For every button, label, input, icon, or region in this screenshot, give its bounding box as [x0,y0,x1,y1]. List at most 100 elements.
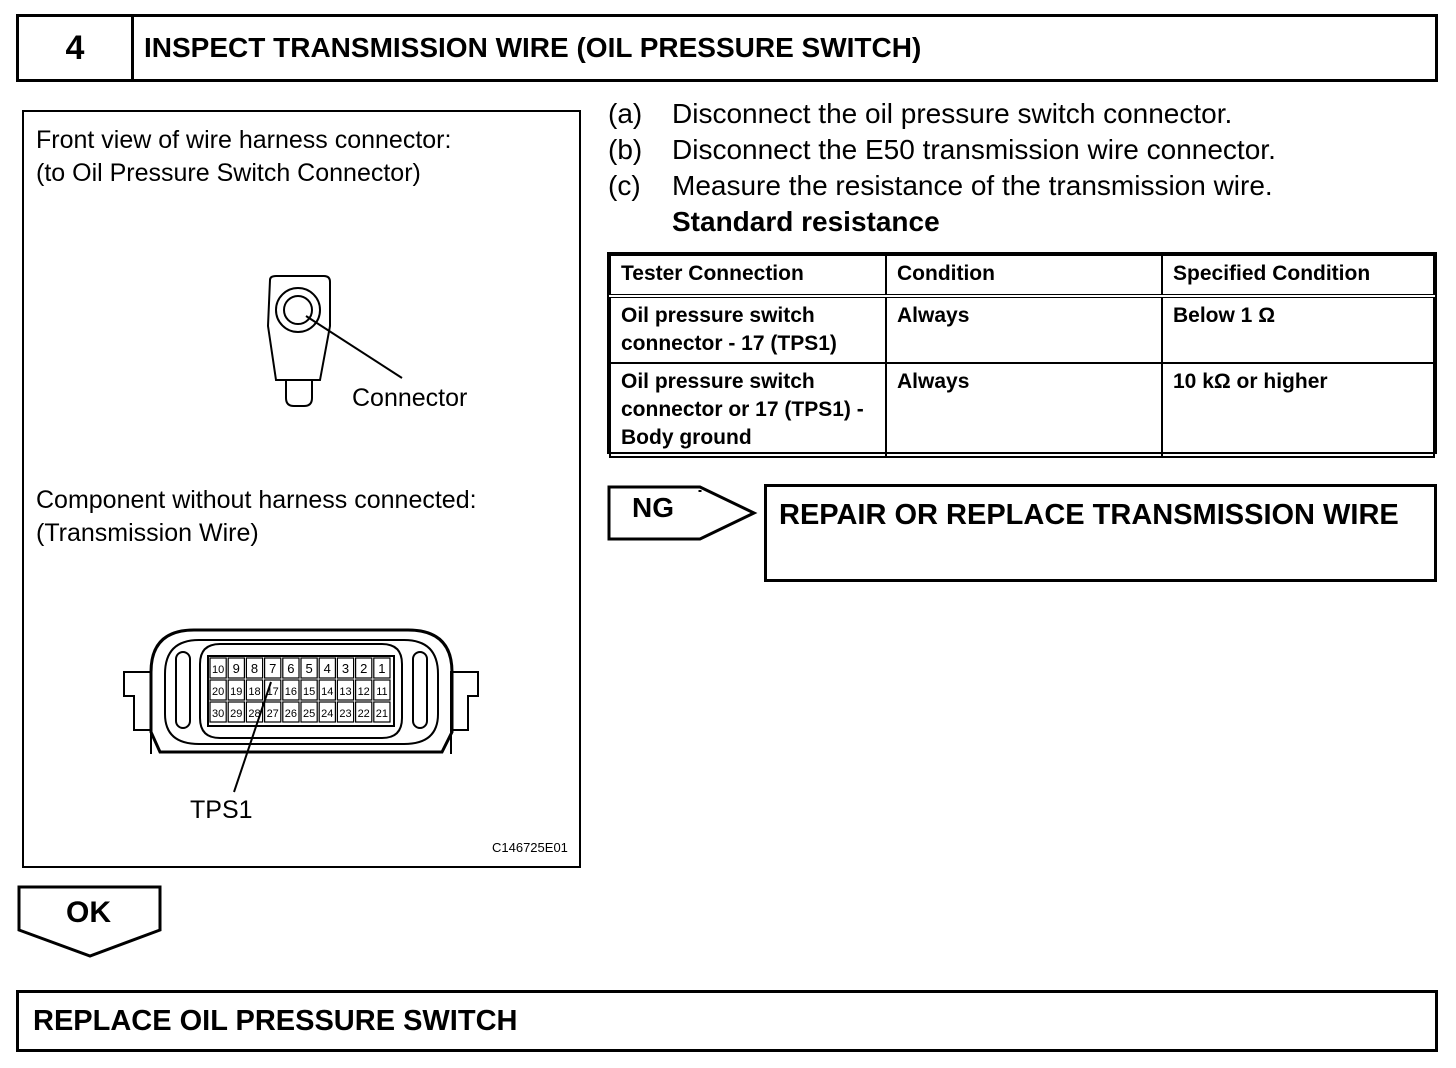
instruction-letter: (b) [608,134,643,165]
condition-cell: Always [885,295,1163,364]
pin-number: 17 [267,686,279,698]
pin-number: 25 [303,708,315,720]
pin-number: 22 [358,708,370,720]
pin-number: 29 [230,708,242,720]
specified-condition-cell: Below 1 Ω [1161,295,1435,364]
pin-number: 13 [339,686,351,698]
column-header: Specified Condition [1161,254,1435,298]
component-caption-line1: Component without harness connected: [36,486,477,514]
pin-cell [282,679,300,701]
pin-number: 11 [376,686,387,698]
ok-action-box: REPLACE OIL PRESSURE SWITCH [16,990,1438,1052]
pin-cell [336,657,355,679]
column-header: Tester Connection [609,254,887,298]
instruction-b: (b) Disconnect the E50 transmission wire… [608,132,1438,168]
pin-number: 7 [269,661,276,676]
pin-cell [373,701,391,723]
pin-number: 28 [248,708,260,720]
connector-label: Connector [352,384,468,412]
pin-cell [227,701,245,723]
pin-number: 30 [212,708,224,720]
table-row: Oil pressure switch connector or 17 (TPS… [609,362,1435,458]
right-arrow-icon [607,485,758,541]
transmission-wire-connector-icon [123,628,479,793]
ng-action-box: REPAIR OR REPLACE TRANSMISSION WIRE [764,484,1437,582]
front-view-caption-line2: (to Oil Pressure Switch Connector) [36,159,421,187]
pin-cell [245,657,264,679]
pin-cell [264,657,282,679]
column-header: Condition [885,254,1163,298]
pin-cell [300,701,318,723]
pin-cell [373,657,391,679]
pin-number: 12 [358,686,370,698]
instruction-c: (c) Measure the resistance of the transm… [608,168,1438,204]
pin-cell [209,679,227,701]
pin-number: 23 [339,708,351,720]
pin-number: 21 [376,708,388,720]
pin-cell [264,679,282,701]
ng-arrow: NG [606,484,758,542]
table-row: Oil pressure switch connector - 17 (TPS1… [609,295,1435,364]
pin-number: 9 [233,661,240,676]
pin-number: 24 [321,708,333,720]
pin-cell [209,701,227,723]
pin-number: 8 [251,661,258,676]
step-number: 4 [19,17,134,79]
pin-number: 2 [360,661,367,676]
instruction-text: Disconnect the oil pressure switch conne… [672,98,1233,129]
pin-cell [227,679,245,701]
instruction-text: Disconnect the E50 transmission wire con… [672,134,1276,165]
pin-number: 4 [324,661,331,676]
down-arrow-icon [17,885,162,958]
resistance-spec-table: Tester Connection Condition Specified Co… [607,252,1437,458]
pin-number: 20 [212,686,224,698]
pin-cell [209,657,227,679]
pin-number: 5 [305,661,312,676]
standard-resistance-label: Standard resistance [672,206,940,237]
instruction-list: (a) Disconnect the oil pressure switch c… [608,96,1438,240]
pin-number: 27 [267,708,279,720]
instruction-letter: (c) [608,170,641,201]
pin-cell [318,657,337,679]
pin-cell [355,701,373,723]
pin-number: 18 [248,686,260,698]
pin-number: 3 [342,661,349,676]
tester-connection-cell: Oil pressure switch connector - 17 (TPS1… [609,295,887,364]
pin-cell [245,701,264,723]
ok-arrow: OK [16,884,164,960]
pin-cell [373,679,391,701]
pin-cell [264,701,282,723]
pin-number: 15 [303,686,315,698]
instruction-letter: (a) [608,98,643,129]
ng-label: NG [632,492,674,523]
pin-number: 19 [230,686,242,698]
pin-number: 6 [287,661,294,676]
pin-cell [336,701,355,723]
ok-label: OK [66,896,111,929]
pin-cell [336,679,355,701]
component-caption-line2: (Transmission Wire) [36,519,259,547]
step-header: 4 INSPECT TRANSMISSION WIRE (OIL PRESSUR… [16,14,1438,82]
tps1-pin-label: TPS1 [190,796,253,824]
pin-cell [282,701,300,723]
pin-cell [282,657,300,679]
pin-number: 26 [285,708,297,720]
tester-connection-cell: Oil pressure switch connector or 17 (TPS… [609,362,887,458]
pin-cell [227,657,245,679]
pin-cell [300,657,318,679]
oil-pressure-switch-connector-icon [266,275,403,407]
component-caption: Component without harness connected: (Tr… [36,484,477,550]
condition-cell: Always [885,362,1163,458]
pin-cell [318,701,337,723]
connector-illustration: Front view of wire harness connector: (t… [22,110,581,868]
pin-cell [318,679,337,701]
figure-code: C146725E01 [492,840,568,855]
pin-number: 16 [285,686,297,698]
table-header-row: Tester Connection Condition Specified Co… [609,254,1435,298]
step-title: INSPECT TRANSMISSION WIRE (OIL PRESSURE … [144,32,922,63]
pin-number: 1 [378,661,385,676]
pin-cell [245,679,264,701]
pin-number: 14 [321,686,333,698]
front-view-caption-line1: Front view of wire harness connector: [36,126,452,154]
